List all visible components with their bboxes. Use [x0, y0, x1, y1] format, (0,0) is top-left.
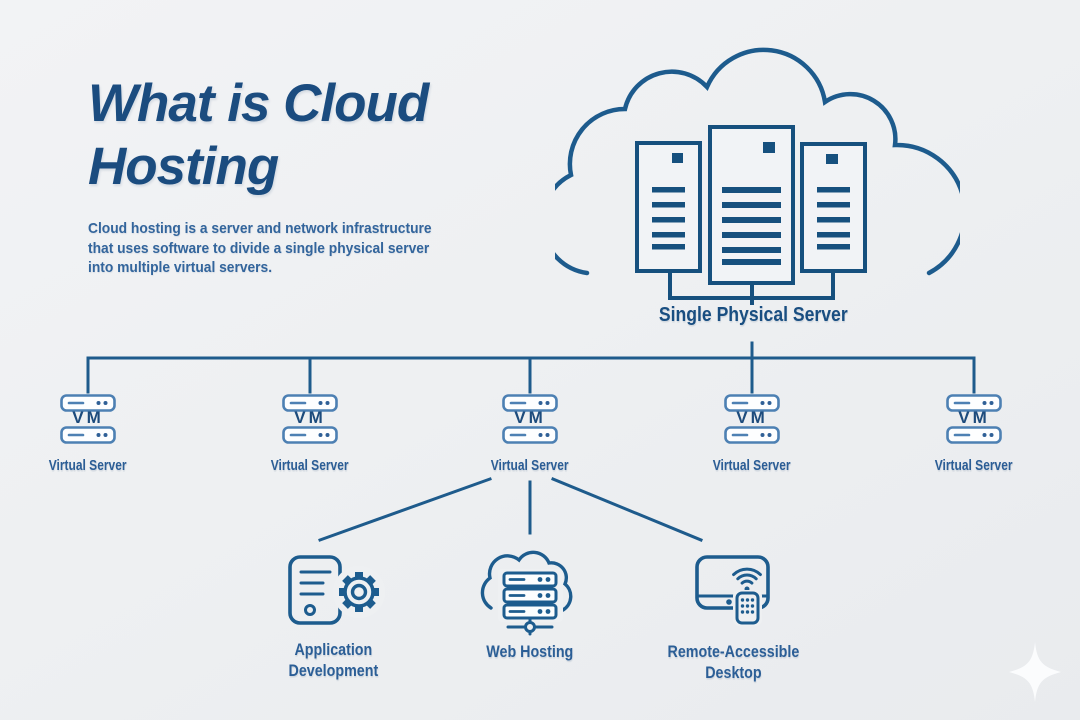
- cloud-with-server-towers-icon: [555, 47, 960, 305]
- virtual-server-label: Virtual Server: [49, 457, 127, 474]
- virtual-server-node: VM Virtual Server: [240, 394, 380, 474]
- vm-icon-text: VM: [294, 408, 326, 427]
- virtual-server-label: Virtual Server: [491, 457, 569, 474]
- virtual-server-node: VM Virtual Server: [18, 394, 158, 474]
- vm-icon-text: VM: [736, 408, 768, 427]
- vm-server-icon: VM: [60, 394, 116, 444]
- service-label: Web Hosting: [486, 642, 574, 661]
- service-label: Application Development: [288, 640, 378, 680]
- virtual-server-label: Virtual Server: [713, 457, 791, 474]
- vm-icon-text: VM: [514, 408, 546, 427]
- vm-server-icon: VM: [282, 394, 338, 444]
- service-remote-desktop: Remote-Accessible Desktop: [645, 550, 821, 683]
- description-text: Cloud hosting is a server and network in…: [88, 220, 432, 276]
- vm-icon-text: VM: [958, 408, 990, 427]
- vm-server-icon: VM: [502, 394, 558, 444]
- service-application-development: Application Development: [245, 550, 421, 681]
- vm-server-icon: VM: [946, 394, 1002, 444]
- page-title: What is Cloud Hosting: [88, 74, 429, 196]
- virtual-server-label: Virtual Server: [935, 457, 1013, 474]
- physical-server-label: Single Physical Server: [658, 304, 848, 326]
- web-hosting-icon: [480, 550, 573, 636]
- virtual-server-node: VM Virtual Server: [682, 394, 822, 474]
- virtual-server-node: VM Virtual Server: [460, 394, 600, 474]
- vm-server-icon: VM: [724, 394, 780, 444]
- app-development-icon: [288, 555, 385, 625]
- vm-icon-text: VM: [72, 408, 104, 427]
- service-web-hosting: Web Hosting: [442, 548, 618, 662]
- service-label: Remote-Accessible Desktop: [667, 642, 799, 682]
- remote-desktop-icon: [695, 555, 770, 626]
- virtual-server-node: VM Virtual Server: [904, 394, 1044, 474]
- virtual-server-label: Virtual Server: [271, 457, 349, 474]
- four-point-star-icon: [1009, 642, 1061, 702]
